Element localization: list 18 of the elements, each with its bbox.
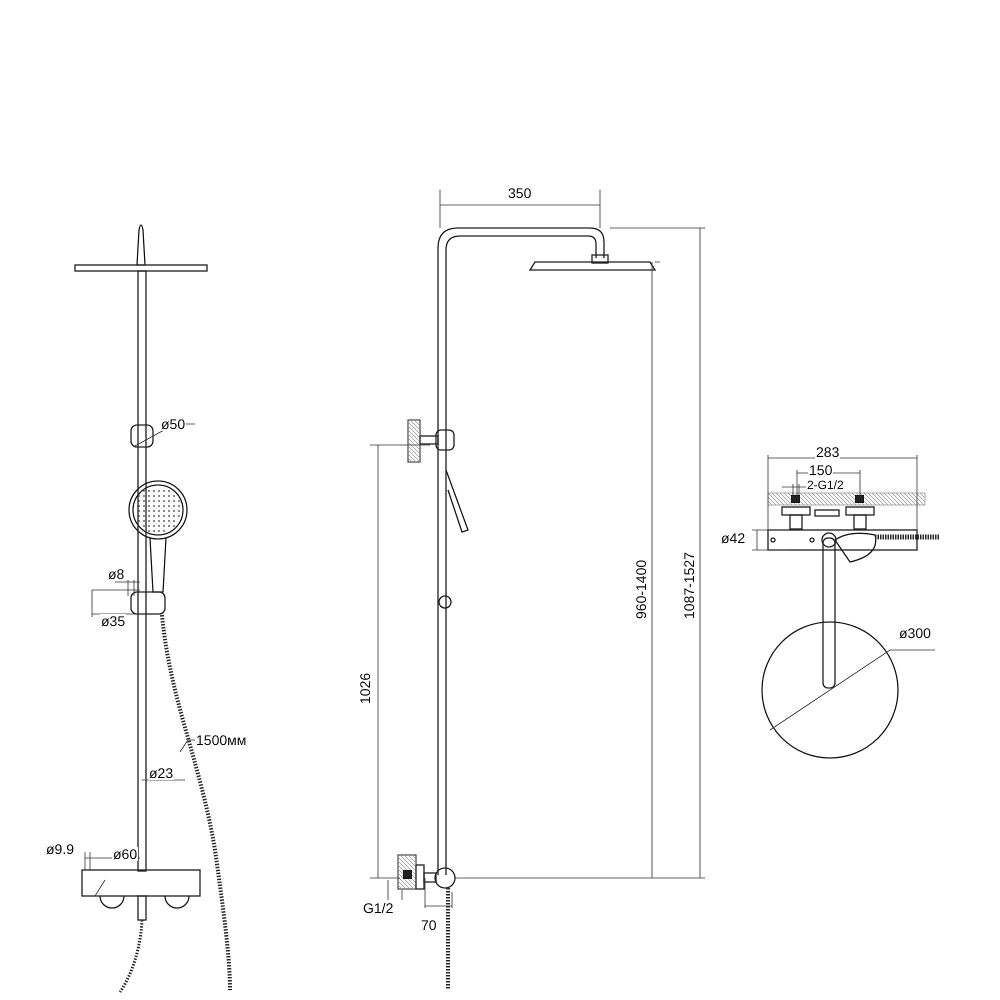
dimension-label: 1026: [358, 672, 372, 705]
dimension-label: 283: [815, 445, 840, 459]
dimension-label: ø50: [160, 417, 186, 431]
dimension-label: ø9.9: [45, 842, 76, 856]
dimension-label: 2-G1/2: [806, 479, 845, 491]
dimension-label: ø23: [148, 766, 174, 780]
dimension-label: 150: [808, 463, 834, 477]
dimension-label: ø300: [898, 626, 932, 640]
dimension-label: 1500мм: [195, 733, 248, 747]
dimension-label: ø60: [112, 847, 138, 861]
dimension-label: 350: [507, 186, 532, 200]
dimension-label: ø42: [720, 531, 746, 545]
dimension-label: G1/2: [362, 901, 394, 915]
dimension-label: ø35: [100, 614, 126, 628]
dimension-label: 70: [420, 918, 438, 932]
dimension-label: 1087-1527: [682, 551, 696, 620]
dimension-label: 960-1400: [634, 558, 648, 620]
dimension-label: ø8: [107, 567, 126, 581]
